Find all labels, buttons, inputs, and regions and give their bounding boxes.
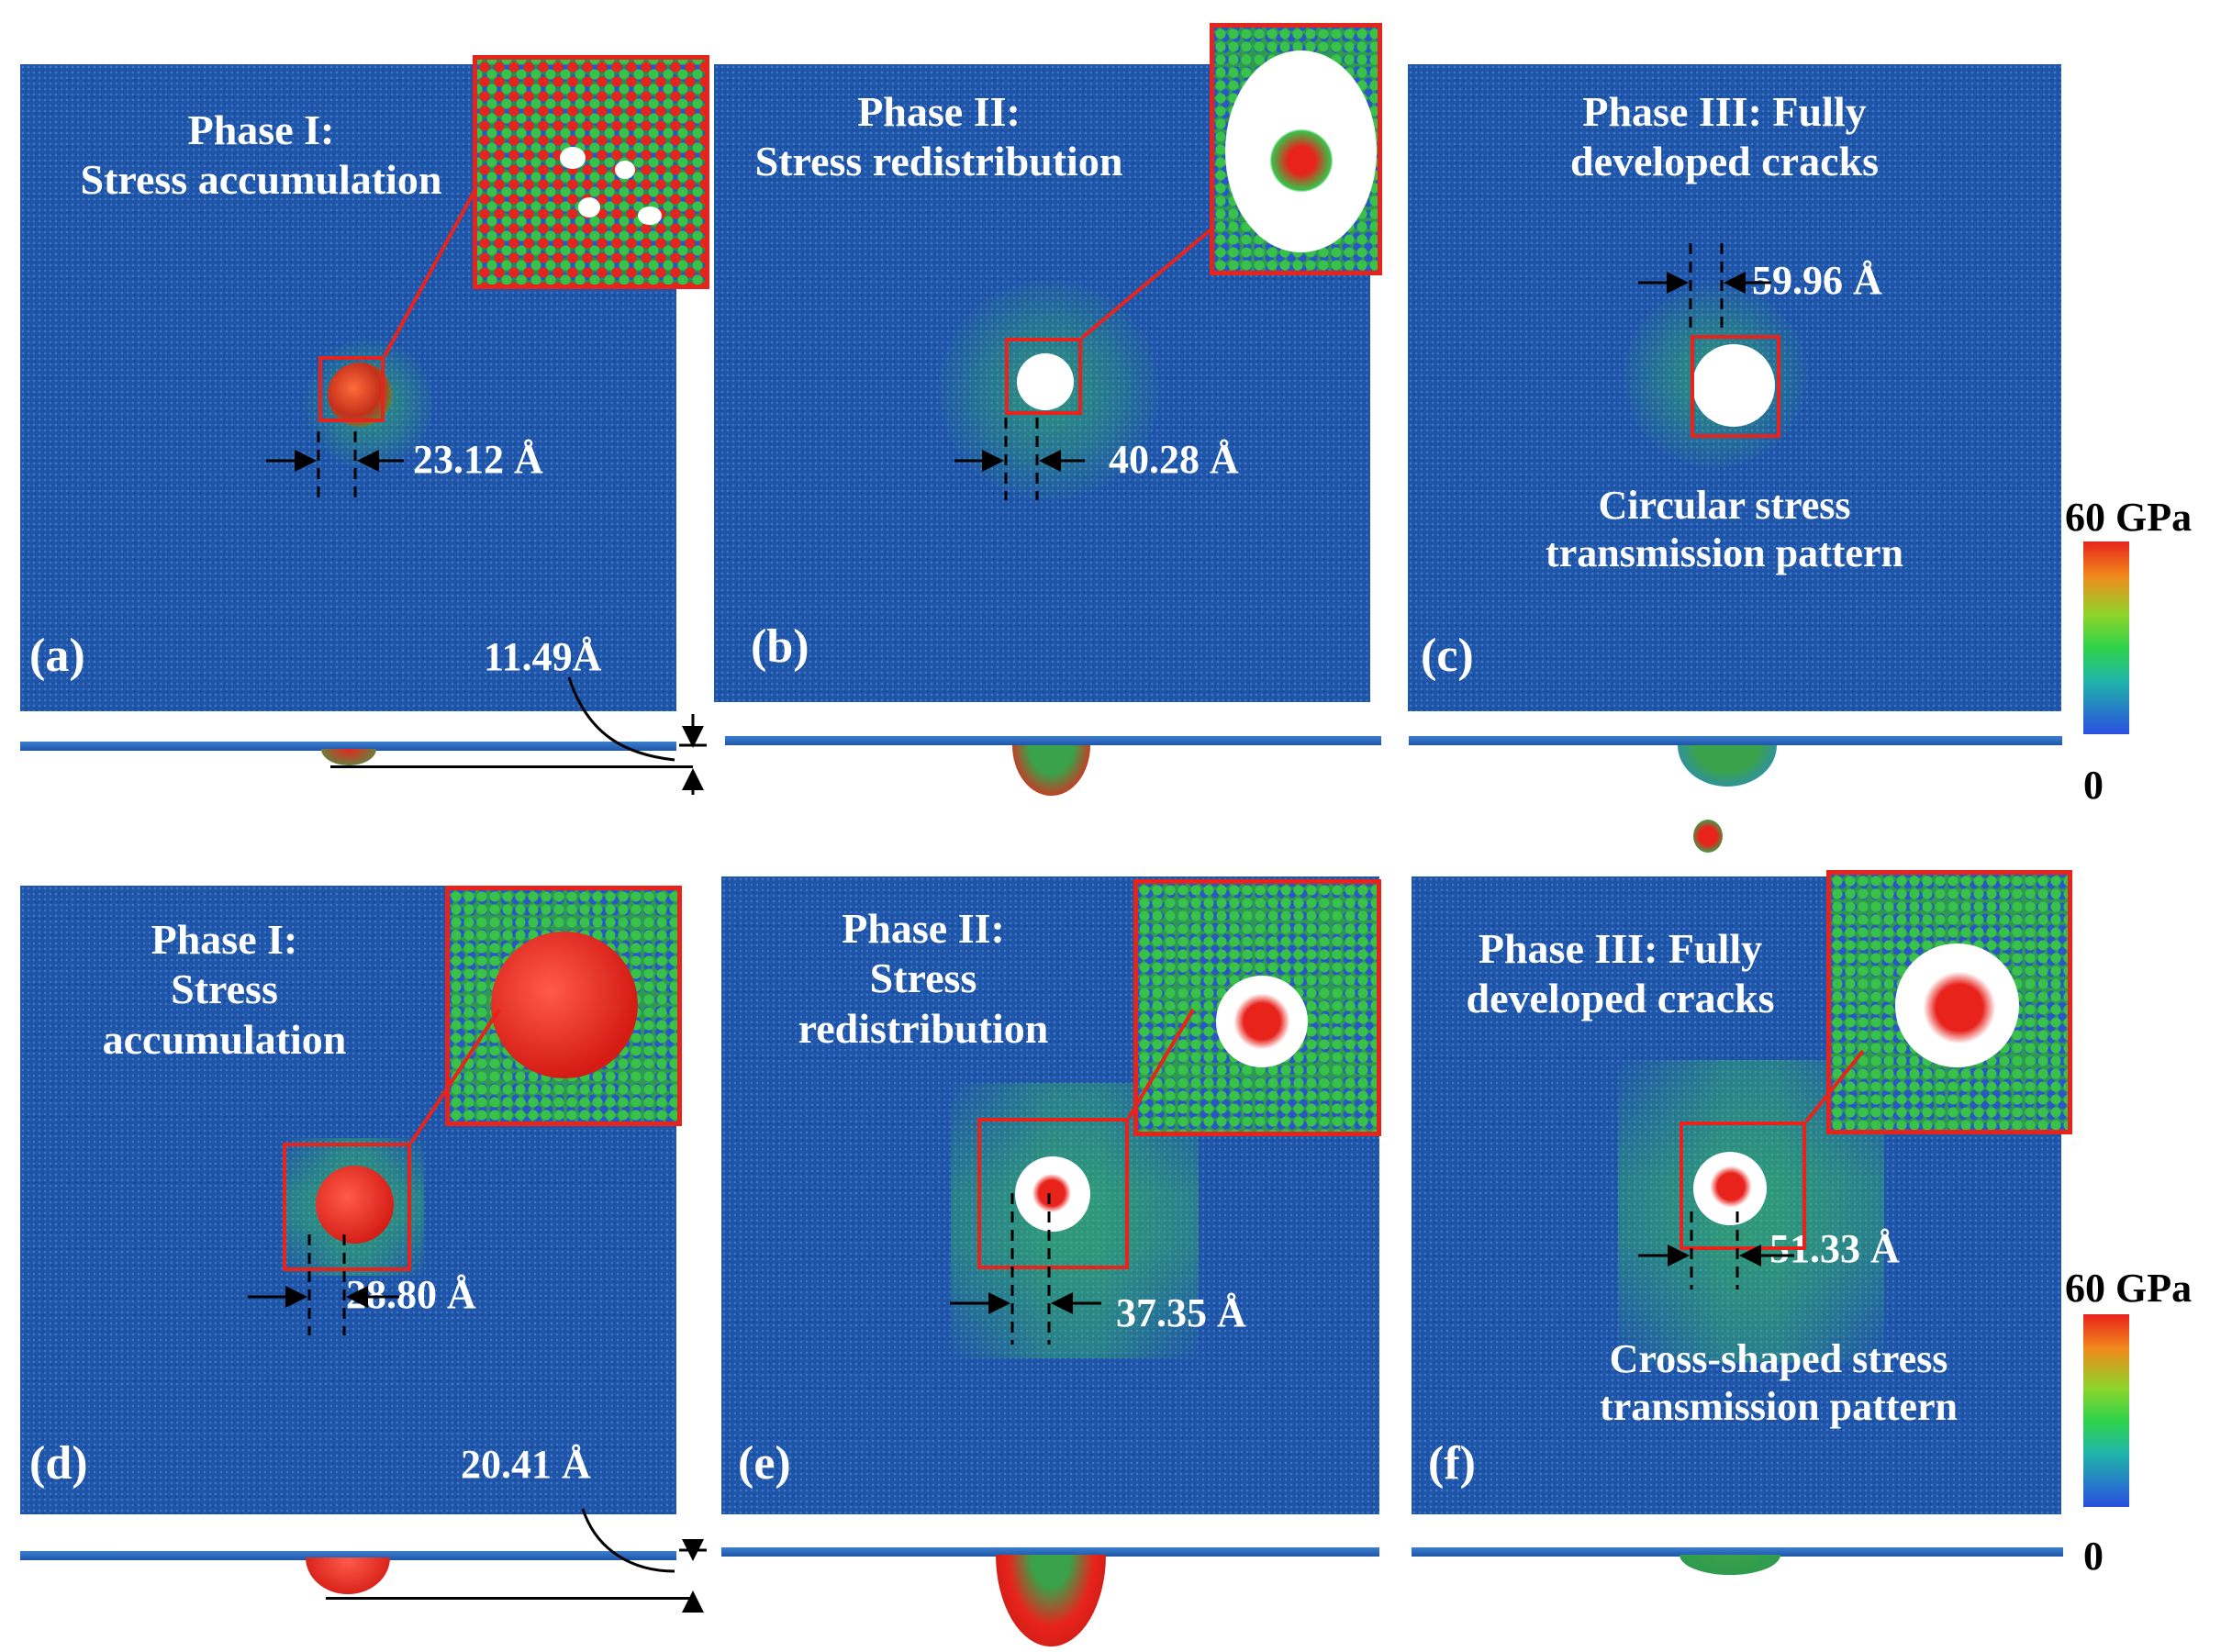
phase-description: Stress accumulation: [80, 156, 442, 204]
depth-measure: 20.41 Å: [461, 1442, 591, 1487]
zoom-box: [977, 1118, 1129, 1269]
void: [1017, 353, 1074, 410]
zoom-box: [283, 1143, 411, 1271]
width-measure: 37.35 Å: [1116, 1290, 1246, 1335]
phase-title: Phase II: Stress redistribution: [721, 904, 1125, 1054]
zoom-box: [1005, 338, 1082, 415]
depth-reference-line: [330, 765, 693, 768]
atom-chain: [1269, 128, 1334, 193]
pattern-line-1: Circular stress: [1598, 483, 1851, 528]
phase-description-1: Stress: [869, 954, 977, 1002]
void: [615, 161, 635, 179]
phase-title: Phase III: Fully developed cracks: [1408, 87, 2041, 187]
cross-section-slab: [20, 742, 676, 751]
width-measure: 23.12 Å: [413, 437, 543, 482]
zoom-box: [318, 356, 385, 422]
panel-label: (a): [29, 630, 85, 682]
phase-title: Phase II: Stress redistribution: [714, 87, 1164, 187]
void: [578, 197, 600, 218]
zoom-inset: [1133, 879, 1381, 1136]
cluster-enlarged: [491, 932, 638, 1078]
penetration-profile: [1680, 1555, 1780, 1575]
cluster: [316, 1166, 394, 1244]
phase-label: Phase I:: [187, 106, 335, 153]
width-measure: 59.96 Å: [1752, 258, 1882, 303]
phase-title: Phase I: Stress accumulation: [20, 915, 429, 1065]
void: [638, 206, 662, 225]
void: [560, 147, 586, 169]
colorbar-min-label: 0: [2083, 1534, 2104, 1579]
phase-label: Phase I:: [151, 916, 298, 963]
pattern-caption: Cross-shaped stress transmission pattern: [1494, 1335, 2061, 1431]
zoom-connectors: [383, 188, 1865, 1144]
colorbar-max-label: 60 GPa: [2065, 1266, 2193, 1311]
panel-c: Phase III: Fully developed cracks 59.96 …: [1408, 64, 2061, 711]
colorbar: [2083, 541, 2129, 734]
cross-section-slab: [1412, 1547, 2063, 1557]
pattern-caption: Circular stress transmission pattern: [1408, 482, 2041, 577]
cross-section-slab: [721, 1547, 1379, 1557]
zoom-inset: [1210, 23, 1382, 275]
depth-leaders: [567, 676, 707, 1573]
phase-description-1: Stress: [171, 966, 278, 1013]
colorbar: [2083, 1314, 2129, 1507]
depth-reference-line: [326, 1597, 693, 1600]
cross-section-slab: [20, 1551, 676, 1560]
phase-label: Phase III: Fully: [1582, 88, 1867, 135]
phase-label: Phase III: Fully: [1478, 925, 1763, 972]
atom-chain: [1707, 1163, 1755, 1211]
cross-section-slab: [1409, 736, 2062, 745]
phase-description-2: redistribution: [798, 1004, 1049, 1052]
zoom-inset: [473, 55, 709, 289]
atom-chain: [1029, 1170, 1075, 1216]
measure-arrows: [248, 272, 1794, 1613]
panel-label: (f): [1428, 1437, 1476, 1490]
panel-label: (d): [29, 1437, 88, 1490]
phase-description: developed cracks: [1569, 138, 1879, 185]
pattern-line-2: transmission pattern: [1600, 1383, 1958, 1429]
pattern-line-2: transmission pattern: [1546, 530, 1903, 575]
atom-chain: [1918, 966, 2001, 1049]
dashed-guides: [307, 243, 1739, 1345]
atom-chain: [1230, 989, 1294, 1054]
colorbar-min-label: 0: [2083, 763, 2104, 808]
width-measure: 40.28 Å: [1109, 437, 1239, 482]
phase-label: Phase II:: [857, 88, 1021, 135]
panel-d: Phase I: Stress accumulation 28.80 Å (d)…: [20, 886, 676, 1514]
zoom-inset: [445, 886, 682, 1126]
phase-description-2: accumulation: [102, 1015, 347, 1063]
phase-label: Phase II:: [842, 905, 1005, 952]
panel-label: (e): [738, 1437, 791, 1490]
zoom-box: [1691, 335, 1780, 438]
phase-description: developed cracks: [1466, 975, 1775, 1022]
phase-description: Stress redistribution: [754, 138, 1123, 185]
phase-title: Phase III: Fully developed cracks: [1412, 924, 1829, 1024]
panel-label: (c): [1421, 630, 1474, 682]
cross-section-slab: [725, 736, 1381, 745]
depth-measure: 11.49Å: [484, 634, 602, 679]
pattern-line-1: Cross-shaped stress: [1609, 1336, 1948, 1381]
void: [1692, 344, 1775, 427]
phase-title: Phase I: Stress accumulation: [20, 106, 502, 206]
penetration-profile: [321, 749, 376, 765]
ejected-debris: [1693, 820, 1723, 853]
zoom-inset: [1826, 870, 2072, 1134]
panel-label: (b): [751, 620, 809, 673]
colorbar-max-label: 60 GPa: [2065, 495, 2193, 540]
